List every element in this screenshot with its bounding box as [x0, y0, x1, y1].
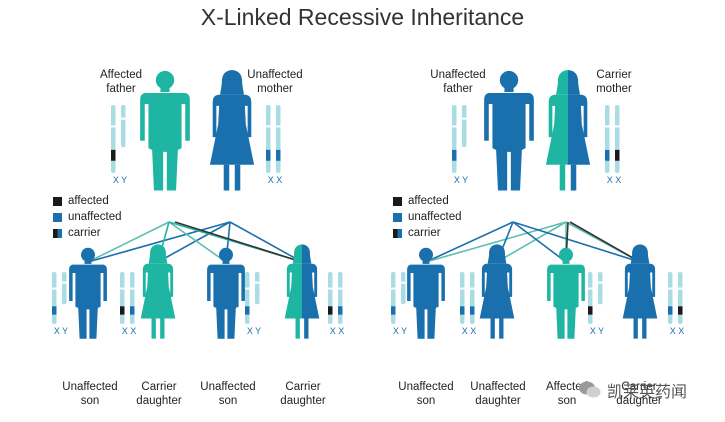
legend-carrier: carrier	[53, 225, 122, 241]
inheritance-line	[157, 221, 231, 263]
watermark-text: 凯莱英药闻	[607, 382, 688, 401]
svg-text:X Y: X Y	[590, 326, 604, 336]
wechat-icon	[579, 381, 601, 398]
watermark: 凯莱英药闻	[578, 378, 687, 402]
legend-affected: affected	[393, 193, 462, 209]
right-child-2-figure	[479, 244, 515, 339]
left-child-3-figure	[207, 247, 245, 339]
people-figures	[69, 69, 658, 339]
inheritance-line	[87, 221, 170, 263]
right-mother-chromosomes: X X	[605, 105, 621, 185]
legend-affected: affected	[53, 193, 122, 209]
inheritance-line	[425, 221, 567, 263]
right-child-2-chromosomes: X X	[460, 272, 476, 336]
diagram-title: X-Linked Recessive Inheritance	[200, 4, 525, 30]
svg-text:X X: X X	[330, 326, 345, 336]
right-child-3-figure	[547, 247, 585, 339]
inheritance-line	[168, 221, 227, 263]
svg-text:X X: X X	[607, 175, 622, 185]
legend-unaffected: unaffected	[393, 209, 462, 225]
left-child-1-chromosomes: X Y	[52, 272, 68, 336]
right-legend: affected unaffected carrier	[393, 193, 462, 241]
left-child-2-figure	[140, 244, 176, 339]
svg-text:X X: X X	[268, 175, 283, 185]
inheritance-line	[174, 221, 303, 263]
svg-text:X Y: X Y	[113, 175, 127, 185]
inheritance-line	[496, 221, 567, 263]
left-child-4-chromosomes: X X	[328, 272, 344, 336]
svg-text:X Y: X Y	[393, 326, 407, 336]
svg-text:X X: X X	[670, 326, 685, 336]
right-child-1-chromosomes: X Y	[391, 272, 407, 336]
left-mother-chromosomes: X X	[266, 105, 282, 185]
inheritance-line	[229, 221, 303, 263]
inheritance-lines	[87, 221, 641, 263]
svg-text:X Y: X Y	[54, 326, 68, 336]
right-child-4-chromosomes: X X	[668, 272, 684, 336]
right-father-chromosomes: X Y	[452, 105, 468, 185]
inheritance-line	[425, 221, 514, 263]
legend-carrier: carrier	[393, 225, 462, 241]
svg-text:X X: X X	[122, 326, 137, 336]
left-child-3-chromosomes: X Y	[245, 272, 261, 336]
inheritance-line	[87, 221, 231, 263]
left-legend: affected unaffected carrier	[53, 193, 122, 241]
svg-text:X Y: X Y	[454, 175, 468, 185]
legend-unaffected: unaffected	[53, 209, 122, 225]
chromosome-pairs: X Y X X X Y X X X Y X X X Y X X X Y X X X Y X X	[52, 105, 684, 336]
left-child-2-chromosomes: X X	[120, 272, 136, 336]
svg-text:X X: X X	[462, 326, 477, 336]
right-child-3-chromosomes: X Y	[588, 272, 604, 336]
inheritance-line	[512, 221, 641, 263]
inheritance-line	[512, 221, 567, 263]
inheritance-line	[569, 221, 641, 263]
left-child-1-figure	[69, 247, 107, 339]
left-father-chromosomes: X Y	[111, 105, 127, 185]
svg-text:X Y: X Y	[247, 326, 261, 336]
right-child-1-figure	[407, 247, 445, 339]
